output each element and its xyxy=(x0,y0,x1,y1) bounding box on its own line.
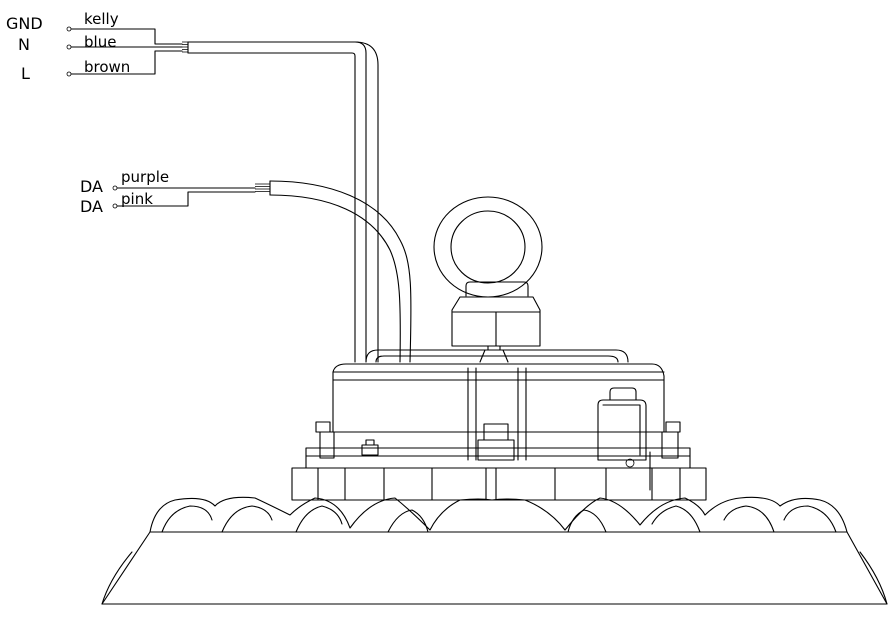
right-post xyxy=(661,431,679,459)
wire-brown-line xyxy=(70,50,183,75)
handle-rail-outer xyxy=(365,349,629,363)
wire-kelly-line xyxy=(70,28,183,45)
driver-housing xyxy=(305,349,691,491)
lamp-skirt xyxy=(101,496,888,605)
terminal-gnd-label: GND xyxy=(6,14,43,33)
dimming-conductor-ends xyxy=(255,183,270,192)
dimming-cable-inner xyxy=(269,194,401,363)
heat-sink-fins xyxy=(317,467,681,501)
terminal-da1-dot xyxy=(112,185,118,191)
power-wiring: GND N L kelly blue brown xyxy=(6,10,379,363)
heat-sink xyxy=(291,467,707,501)
terminal-n-dot xyxy=(66,44,72,50)
terminal-l-dot xyxy=(66,71,72,77)
wire-purple-label: purple xyxy=(121,168,169,186)
skirt-body xyxy=(101,531,888,605)
terminal-n-label: N xyxy=(18,35,30,54)
wire-brown-label: brown xyxy=(84,58,130,76)
eye-bolt xyxy=(433,196,543,363)
eye-bolt-base xyxy=(451,296,541,347)
power-cable-inner xyxy=(187,52,356,363)
terminal-l-label: L xyxy=(21,64,30,83)
power-cable-outer xyxy=(187,41,367,363)
housing-block xyxy=(332,363,665,433)
power-cable-bend xyxy=(354,41,379,363)
dimming-wiring: DA DA purple pink xyxy=(80,168,412,363)
eye-bolt-neck xyxy=(465,281,529,297)
dimming-cable-outer xyxy=(269,180,412,363)
mounting-plate xyxy=(305,447,691,469)
connector-box xyxy=(597,399,647,461)
terminal-gnd-dot xyxy=(66,26,72,32)
terminal-da2-label: DA xyxy=(80,197,103,216)
power-conductor-ends xyxy=(182,41,188,53)
wire-pink-label: pink xyxy=(121,190,153,208)
eye-bolt-ring-inner xyxy=(450,210,526,284)
wire-blue-label: blue xyxy=(84,33,116,51)
terminal-da2-dot xyxy=(112,203,118,209)
wire-pink-line xyxy=(116,191,256,207)
wire-kelly-label: kelly xyxy=(84,10,119,28)
skirt-top-rim xyxy=(149,496,848,533)
terminal-da1-label: DA xyxy=(80,177,103,196)
heat-sink-body xyxy=(291,467,707,501)
left-clip xyxy=(361,444,379,456)
left-post xyxy=(319,431,335,459)
handle-rail-inner xyxy=(375,355,619,363)
